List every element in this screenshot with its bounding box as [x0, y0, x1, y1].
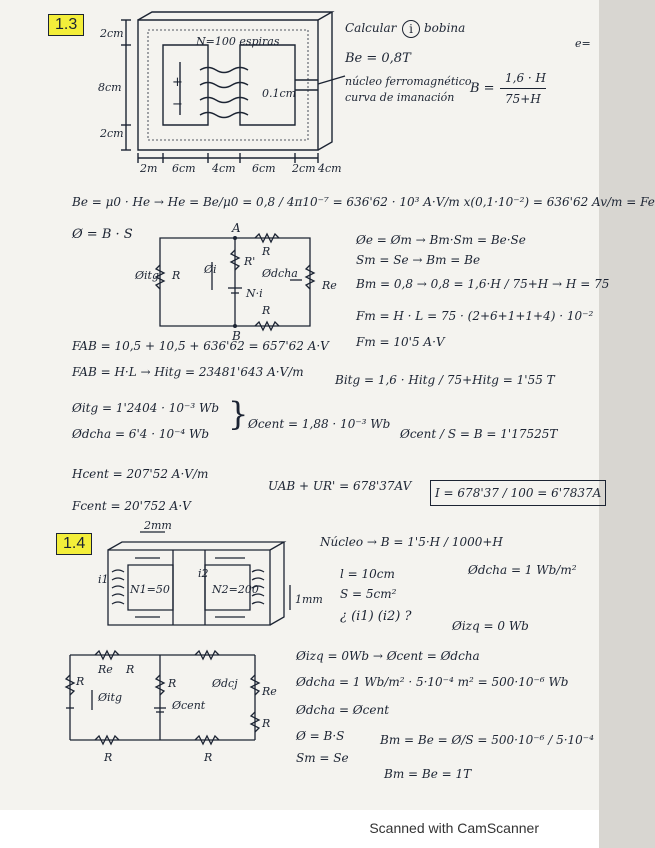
c14-r6: R — [204, 751, 213, 764]
eq-phiitg: Øitg = 1'2404 · 10⁻³ Wb — [72, 401, 220, 415]
scanner-watermark: Scanned with CamScanner — [369, 820, 539, 836]
curve-formula-num: 1,6 · H — [505, 71, 546, 85]
node-b: B — [232, 329, 241, 343]
eq-fcent: Fcent = 20'752 A·V — [72, 499, 191, 513]
gap-label: 0.1cm — [262, 87, 297, 100]
r-left: R — [172, 269, 181, 282]
c14-r3: R — [168, 677, 177, 690]
problem-14-badge: 1.4 — [56, 533, 93, 555]
eq-phicent: Øcent = 1,88 · 10⁻³ Wb — [248, 417, 391, 431]
r-top: R — [262, 245, 271, 258]
c14-phi-itg: Øitg — [98, 691, 122, 704]
eq-fm2: Fm = 10'5 A·V — [356, 335, 445, 349]
problem-13-core-figure: + − — [0, 0, 599, 810]
bottom-dim-1: 2m — [140, 162, 158, 175]
edge-text: e= — [575, 37, 591, 50]
eq-question: ¿ (i1) (i2) ? — [340, 609, 412, 624]
eq-bm2-14: Bm = Be = 1T — [384, 767, 472, 781]
notebook-page: 1.3 — [0, 0, 655, 810]
eq-phie: Øe = Øm → Bm·Sm = Be·Se — [356, 233, 526, 247]
eq-hcent: Hcent = 207'52 A·V/m — [72, 467, 209, 481]
dim-2mm: 2mm — [144, 519, 172, 532]
node-a: A — [232, 221, 241, 235]
bottom-dim-5: 2cm — [292, 162, 316, 175]
n1-label: N1=50 — [130, 583, 170, 596]
circled-i: i — [402, 20, 420, 38]
phi-i: Øi — [204, 263, 217, 276]
eq-phidcha: Ødcha = 6'4 · 10⁻⁴ Wb — [72, 427, 210, 441]
curve-text-1: núcleo ferromagnético — [345, 75, 472, 88]
c14-r2: R — [126, 663, 135, 676]
curve-text-2: curva de imanación — [345, 91, 455, 104]
svg-text:+: + — [172, 75, 183, 90]
problem-14-circuit — [0, 0, 599, 810]
c14-re2: Re — [262, 685, 277, 698]
eq-phi: Ø = B · S — [72, 227, 133, 242]
i2-label: i2 — [198, 567, 209, 580]
eq-he: Be = μ0 · He → He = Be/μ0 = 0,8 / 4π10⁻⁷… — [72, 195, 655, 209]
eq-smse: Sm = Se — [296, 751, 349, 765]
gap-1mm: 1mm — [295, 593, 323, 606]
eq-fab: FAB = 10,5 + 10,5 + 636'62 = 657'62 A·V — [72, 339, 329, 353]
eq-phidcha3: Ødcha = Øcent — [296, 703, 390, 717]
r-bottom: R — [262, 304, 271, 317]
eq-bitg: Bitg = 1,6 · Hitg / 75+Hitg = 1'55 T — [335, 373, 555, 387]
eq-phiizq: Øizq = 0 Wb — [452, 619, 529, 633]
n2-label: N2=200 — [212, 583, 259, 596]
eq-phidcha-14: Ødcha = 1 Wb/m² — [468, 563, 577, 577]
curve-formula-den: 75+H — [505, 92, 541, 106]
i1-label: i1 — [98, 573, 109, 586]
bobina-word: bobina — [424, 21, 466, 35]
r-prime: R' — [244, 255, 256, 268]
ni-label: N·i — [246, 287, 263, 300]
scanner-footer: Scanned with CamScanner — [0, 810, 599, 848]
re-label: Re — [322, 279, 337, 292]
eq-bm: Bm = 0,8 → 0,8 = 1,6·H / 75+H → H = 75 — [356, 277, 610, 291]
problem-13-circuit — [0, 0, 599, 810]
curve-formula-bar — [500, 88, 546, 89]
c14-r1: R — [76, 675, 85, 688]
eq-uab: UAB + UR' = 678'37AV — [268, 479, 412, 493]
problem-13-badge: 1.3 — [48, 14, 85, 36]
eq-s: S = 5cm² — [340, 587, 397, 601]
bottom-dim-2: 6cm — [172, 162, 196, 175]
eq-l: l = 10cm — [340, 567, 395, 581]
brace: } — [228, 395, 249, 433]
eq-fm: Fm = H · L = 75 · (2+6+1+1+4) · 10⁻² — [356, 309, 594, 323]
eq-current: I = 678'37 / 100 = 6'7837A — [430, 480, 607, 506]
calc-word: Calcular — [345, 21, 397, 35]
svg-text:−: − — [172, 97, 183, 112]
dim-top-2cm: 2cm — [100, 27, 124, 40]
eq-phicent-s: Øcent / S = B = 1'17525T — [400, 427, 558, 441]
phi-dcha: Ødcha — [262, 267, 298, 280]
c14-r5: R — [104, 751, 113, 764]
bottom-dim-6: 4cm — [318, 162, 342, 175]
winding-label: N=100 espiras — [196, 35, 280, 48]
phi-itg: Øitg — [135, 269, 159, 282]
dim-bottom-2cm: 2cm — [100, 127, 124, 140]
problem-14-core-figure — [0, 0, 599, 810]
c14-phi-d: Ødcj — [212, 677, 238, 690]
bottom-dim-3: 4cm — [212, 162, 236, 175]
c14-re: Re — [98, 663, 113, 676]
eq-implic: Øizq = 0Wb → Øcent = Ødcha — [296, 649, 480, 663]
curve-formula-lhs: B = — [470, 81, 495, 96]
c14-r4: R — [262, 717, 271, 730]
be-value: Be = 0,8T — [345, 51, 411, 66]
dim-mid-8cm: 8cm — [98, 81, 122, 94]
eq-bm-14: Bm = Be = Ø/S = 500·10⁻⁶ / 5·10⁻⁴ — [380, 733, 594, 747]
eq-fab2: FAB = H·L → Hitg = 23481'643 A·V/m — [72, 365, 304, 379]
c14-phi-cent: Øcent — [172, 699, 206, 712]
bottom-dim-4: 6cm — [252, 162, 276, 175]
eq-phibs: Ø = B·S — [296, 729, 345, 743]
eq-sm: Sm = Se → Bm = Be — [356, 253, 481, 267]
eq-phidcha2: Ødcha = 1 Wb/m² · 5·10⁻⁴ m² = 500·10⁻⁶ W… — [296, 675, 569, 689]
eq-nucleo: Núcleo → B = 1'5·H / 1000+H — [320, 535, 503, 549]
